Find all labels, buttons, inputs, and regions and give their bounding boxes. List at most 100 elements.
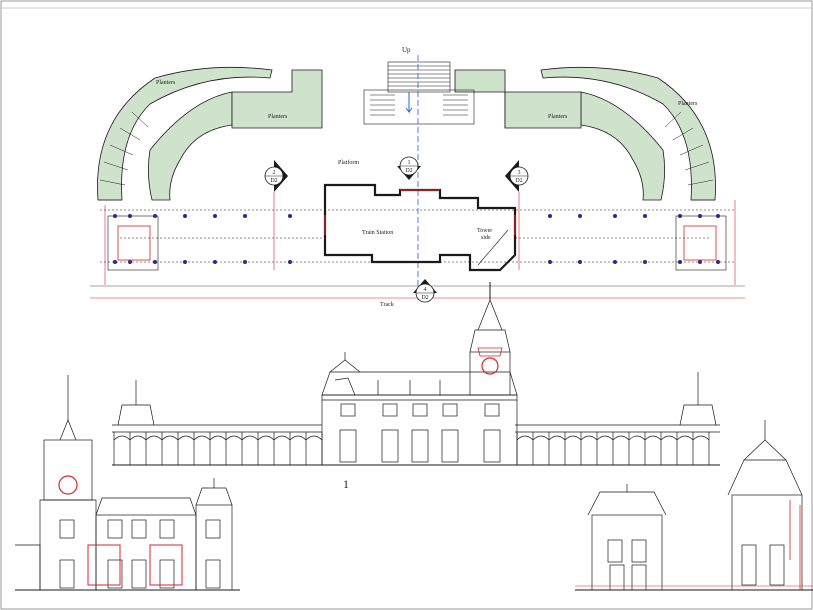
- arcade-arch: [209, 435, 227, 441]
- platform-outline: [100, 209, 735, 263]
- left-windows: [59, 519, 221, 589]
- arcade-arch: [644, 435, 662, 441]
- planter-left: [97, 66, 273, 201]
- arcade-left: [113, 432, 323, 465]
- column-dot: [578, 260, 582, 264]
- column-dot: [698, 214, 702, 218]
- planter-right-inner: [580, 91, 665, 201]
- column-dot: [153, 260, 157, 264]
- label-planters-left-outer: Planters: [156, 80, 176, 86]
- planter-center-right-2: [504, 91, 582, 129]
- section-marker-3: 3 D2: [505, 160, 529, 192]
- column-dot: [288, 214, 292, 218]
- column-dot: [678, 214, 682, 218]
- side-elevation-left: [15, 375, 240, 591]
- right-red-lines: [789, 500, 801, 590]
- column-dots: [113, 214, 720, 264]
- column-dot: [613, 214, 617, 218]
- column-dot: [243, 214, 247, 218]
- planter-right: [540, 66, 716, 201]
- arcade-arch: [225, 435, 243, 441]
- arcade-arch: [145, 435, 163, 441]
- column-dot: [213, 260, 217, 264]
- tower-red-detail: [477, 347, 503, 357]
- label-train-station: Train Station: [362, 230, 393, 236]
- central-window: [411, 429, 429, 463]
- planter-center-left: [231, 69, 323, 129]
- arcade-arch: [257, 435, 275, 441]
- central-stairs: [363, 61, 475, 125]
- central-window: [441, 429, 459, 463]
- marker-2-num: 2: [273, 170, 276, 176]
- arcade-arch: [273, 435, 291, 441]
- steps-left: [98, 111, 149, 201]
- right-kiosk-red: [683, 225, 717, 261]
- column-dot: [128, 214, 132, 218]
- front-elevation: [112, 282, 720, 466]
- label-planters-right-inner: Planters: [548, 114, 568, 120]
- column-dot: [128, 260, 132, 264]
- up-arrow-icon: [405, 92, 413, 114]
- floor-plan: Up Planters Planters Planters Planters P…: [90, 46, 745, 308]
- left-clock-red: [58, 475, 78, 495]
- label-tower-side-line1: Tower: [477, 228, 492, 234]
- left-window: [131, 519, 147, 539]
- left-door: [205, 559, 221, 589]
- central-window: [339, 429, 357, 463]
- upper-window: [442, 403, 458, 417]
- label-planters-right-outer: Planters: [678, 101, 698, 107]
- arcade-arch: [660, 435, 678, 441]
- section-marker-1: 1 D2: [397, 156, 421, 180]
- arcade-arch: [305, 435, 323, 441]
- section-marker-4: 4 D2: [413, 279, 437, 303]
- tower-clock-red: [481, 357, 499, 375]
- label-up: Up: [402, 46, 411, 54]
- label-track: Track: [380, 302, 394, 308]
- left-window: [107, 519, 123, 539]
- column-dot: [213, 214, 217, 218]
- tower-diagonal: [477, 229, 509, 266]
- arcade-arch: [193, 435, 211, 441]
- station-red-marks: [324, 189, 516, 235]
- planter-left-inner: [148, 91, 233, 201]
- column-dot: [578, 214, 582, 218]
- left-red-window-b: [149, 544, 183, 586]
- label-planters-left-inner: Planters: [268, 114, 288, 120]
- column-dot: [113, 260, 117, 264]
- arcade-arch: [161, 435, 179, 441]
- elevation-number-label: 1: [343, 477, 349, 491]
- arcade-arch: [596, 435, 614, 441]
- upper-window: [484, 403, 500, 417]
- left-door: [107, 559, 123, 589]
- left-window: [59, 519, 75, 539]
- column-dot: [153, 214, 157, 218]
- arcade-arch: [516, 435, 534, 441]
- column-dot: [716, 214, 720, 218]
- left-door: [59, 559, 75, 589]
- column-dot: [613, 260, 617, 264]
- arcade-arch: [676, 435, 694, 441]
- marker-3-num: 3: [518, 170, 521, 176]
- arcade-right: [516, 432, 710, 465]
- arcade-arch: [580, 435, 598, 441]
- arcade-arch: [692, 435, 710, 441]
- arcade-arch: [628, 435, 646, 441]
- left-window: [205, 519, 221, 539]
- arcade-arch: [129, 435, 147, 441]
- column-dot: [183, 214, 187, 218]
- arcade-arch: [564, 435, 582, 441]
- label-tower-side-line2: side: [481, 235, 491, 241]
- marker-3-sheet: D2: [515, 178, 522, 184]
- upper-window: [382, 403, 398, 417]
- column-dot: [183, 260, 187, 264]
- left-kiosk-red: [117, 225, 151, 261]
- arcade-arch: [241, 435, 259, 441]
- left-door: [159, 559, 175, 589]
- arcade-arch: [548, 435, 566, 441]
- central-windows: [339, 403, 501, 463]
- arcade-arch: [289, 435, 307, 441]
- column-dot: [643, 260, 647, 264]
- arcade-arch: [612, 435, 630, 441]
